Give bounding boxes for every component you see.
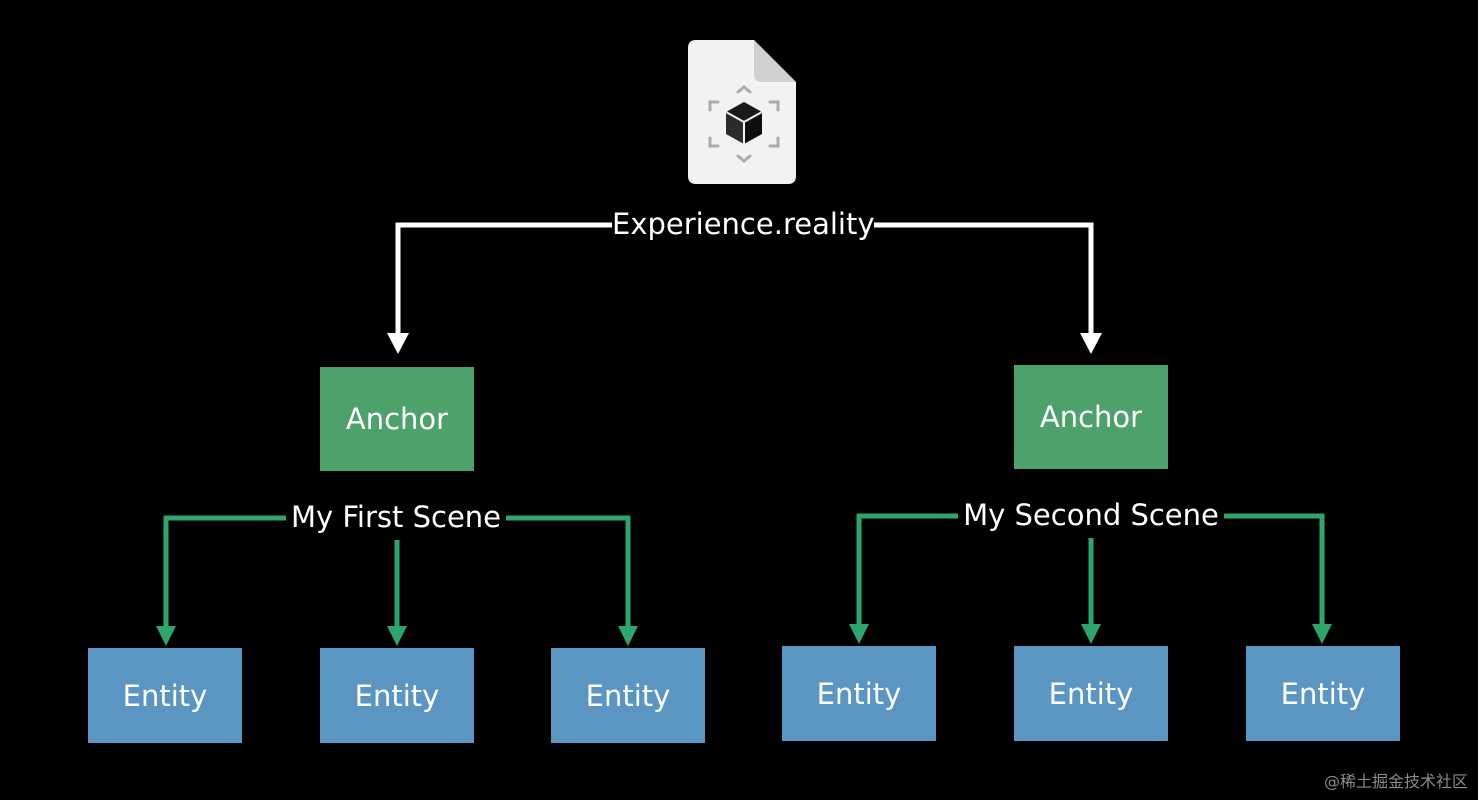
root-arrowheads [387, 333, 1102, 354]
arrowhead-entity-1 [156, 626, 176, 646]
entity-node: Entity [551, 648, 705, 743]
scene-label-first: My First Scene [286, 497, 506, 537]
entity-node: Entity [1246, 646, 1400, 741]
arrowhead-entity-2 [387, 626, 407, 646]
connector-scene2-entity-1 [856, 513, 958, 628]
cube-icon [725, 102, 763, 144]
anchor-node-scene-2: Anchor [1014, 365, 1168, 469]
arrowhead-entity-6 [1312, 624, 1332, 644]
root-connectors [395, 222, 1094, 338]
arrowhead-anchor-2 [1080, 333, 1102, 354]
arrowhead-entity-4 [849, 624, 869, 644]
reality-file-icon [688, 40, 796, 184]
reality-file-name: Experience.reality [612, 204, 875, 244]
entity-node: Entity [320, 648, 474, 743]
connector-to-anchor-2 [874, 222, 1094, 338]
scene-label-second: My Second Scene [958, 495, 1224, 535]
entity-node: Entity [88, 648, 242, 743]
connector-scene1-entity-1 [163, 515, 286, 630]
connector-scene1-entity-3 [506, 515, 631, 630]
entity-node: Entity [1014, 646, 1168, 741]
ar-frame-icon [708, 85, 780, 163]
connector-scene2-entity-3 [1224, 513, 1325, 628]
watermark-text: @稀土掘金技术社区 [1323, 772, 1468, 791]
entity-node: Entity [782, 646, 936, 741]
scene-connectors [163, 513, 1325, 630]
scene-arrowheads [156, 624, 1332, 646]
connector-to-anchor-1 [395, 222, 612, 338]
arrowhead-entity-3 [618, 626, 638, 646]
arrowhead-entity-5 [1081, 624, 1101, 644]
arrowhead-anchor-1 [387, 333, 409, 354]
anchor-node-scene-1: Anchor [320, 367, 474, 471]
